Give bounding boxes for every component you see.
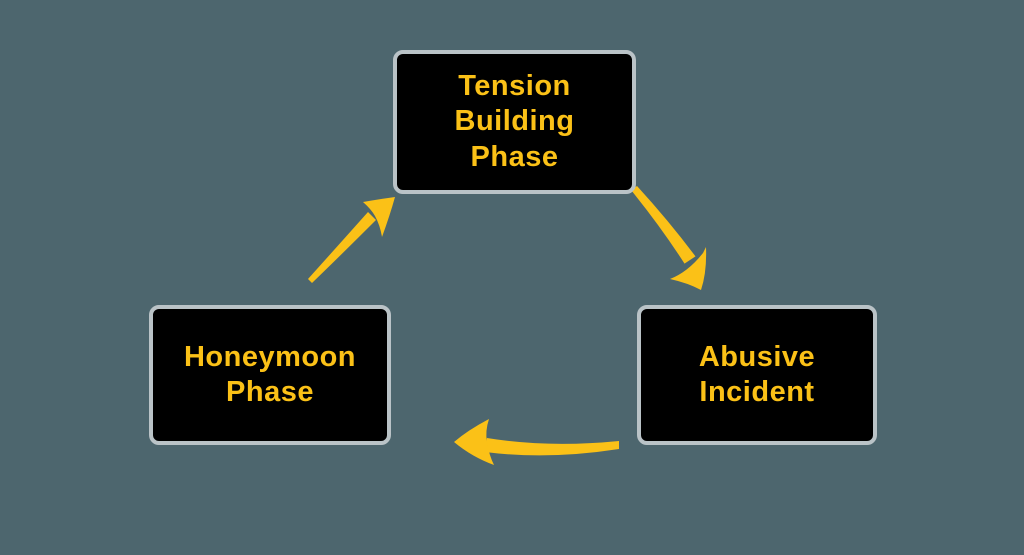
arrow-tension-to-abusive-icon (631, 186, 707, 290)
node-label-honeymoon-phase: Honeymoon Phase (183, 340, 357, 408)
node-abusive-incident: Abusive Incident (637, 305, 877, 445)
arrow-honeymoon-to-tension-icon (308, 197, 395, 283)
node-honeymoon-phase: Honeymoon Phase (149, 305, 391, 445)
node-tension-building-phase: Tension Building Phase (393, 50, 636, 194)
node-label-abusive-incident: Abusive Incident (698, 340, 816, 408)
arrow-abusive-to-honeymoon-icon (454, 419, 619, 465)
node-label-tension-building-phase: Tension Building Phase (454, 69, 575, 173)
